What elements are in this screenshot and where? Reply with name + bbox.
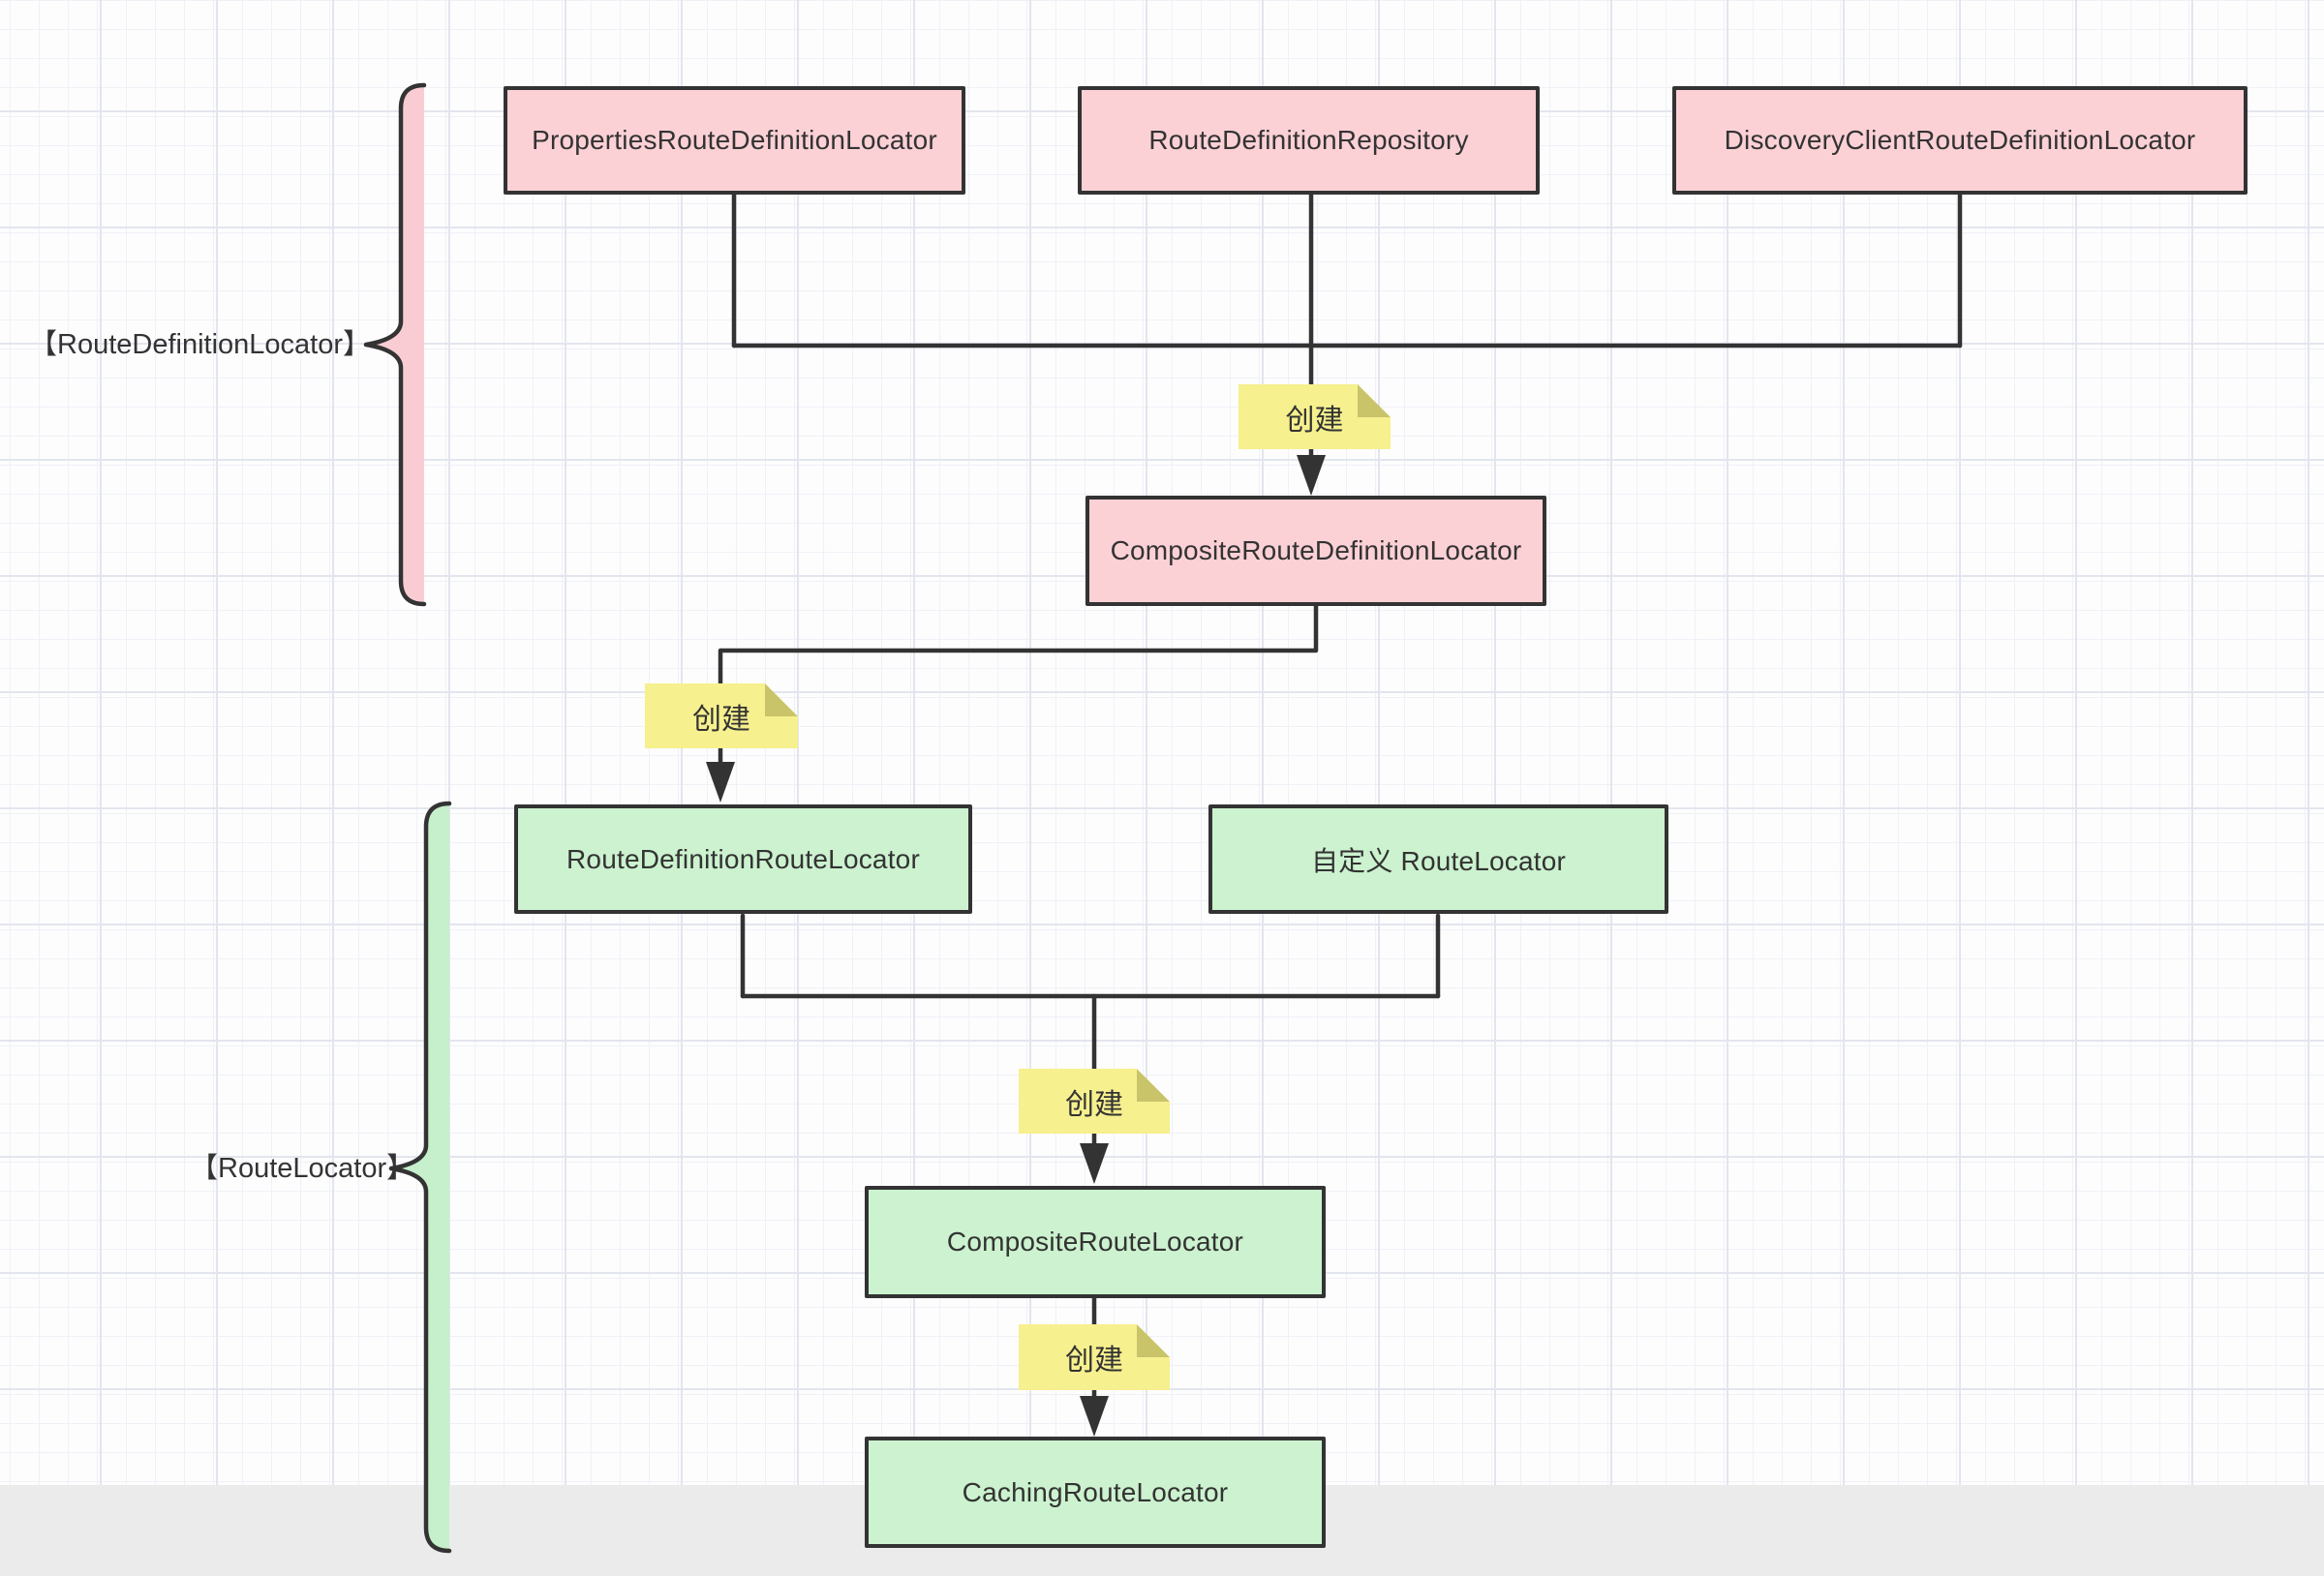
- node-composite-route-definition-locator[interactable]: CompositeRouteDefinitionLocator: [1086, 496, 1546, 606]
- node-discovery-client-route-definition-locator[interactable]: DiscoveryClientRouteDefinitionLocator: [1672, 86, 2248, 195]
- arrowhead-route-definition-route-locator: [706, 762, 735, 803]
- node-custom-route-locator[interactable]: 自定义 RouteLocator: [1208, 804, 1668, 914]
- edge-note-create-4[interactable]: 创建: [1019, 1324, 1170, 1390]
- node-properties-route-definition-locator[interactable]: PropertiesRouteDefinitionLocator: [504, 86, 965, 195]
- arrowhead-composite-route-locator: [1080, 1143, 1109, 1184]
- edge-note-text: 创建: [1285, 404, 1344, 437]
- node-caching-route-locator[interactable]: CachingRouteLocator: [865, 1437, 1326, 1548]
- edge-note-text: 创建: [1065, 1345, 1123, 1377]
- brace-route-definition-locator-outline: [363, 82, 427, 607]
- edge-note-text: 创建: [692, 703, 750, 736]
- node-route-definition-repository[interactable]: RouteDefinitionRepository: [1078, 86, 1540, 195]
- edge-composite-to-routedefinitionroutelocator: [718, 603, 1319, 768]
- arrowhead-caching-route-locator: [1080, 1396, 1109, 1437]
- edge-note-text: 创建: [1065, 1088, 1123, 1121]
- arrowhead-composite-route-definition-locator: [1297, 455, 1326, 496]
- node-route-definition-route-locator[interactable]: RouteDefinitionRouteLocator: [514, 804, 972, 914]
- brace-label-route-definition-locator: 【RouteDefinitionLocator】: [29, 329, 372, 360]
- brace-route-definition-locator-band: [366, 85, 424, 604]
- brace-route-definition-locator: [363, 82, 427, 607]
- brace-label-route-locator: 【RouteLocator】: [190, 1153, 415, 1184]
- node-composite-route-locator[interactable]: CompositeRouteLocator: [865, 1186, 1326, 1298]
- brace-route-locator-outline: [388, 801, 452, 1554]
- edge-note-create-3[interactable]: 创建: [1019, 1069, 1170, 1134]
- brace-route-locator: [388, 801, 452, 1554]
